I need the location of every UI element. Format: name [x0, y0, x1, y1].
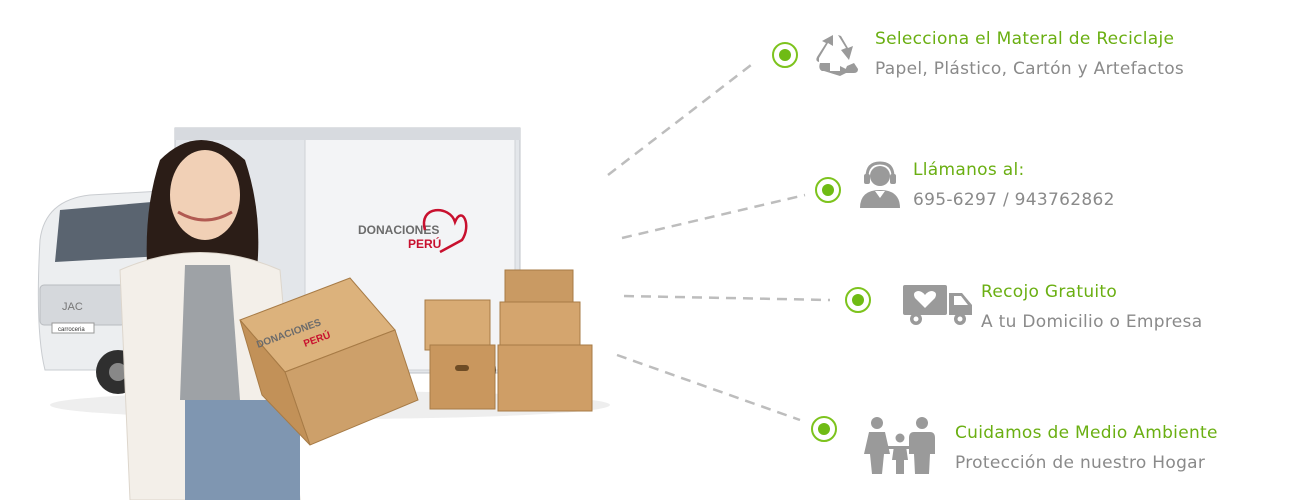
connector-line	[616, 353, 801, 422]
delivery-truck-icon	[902, 283, 974, 331]
feature-subtitle: Protección de nuestro Hogar	[955, 453, 1206, 473]
bullet-dot	[815, 177, 841, 203]
feature-text: Llámanos al: 695-6297 / 943762862	[913, 160, 1115, 210]
bullet-dot	[845, 287, 871, 313]
truck-brand-country: PERÚ	[408, 236, 441, 251]
held-box: DONACIONES PERÚ	[239, 277, 419, 446]
feature-subtitle: 695-6297 / 943762862	[913, 190, 1115, 210]
feature-title: Selecciona el Materal de Reciclaje	[875, 29, 1175, 49]
connector-line	[623, 294, 831, 302]
feature-title: Llámanos al:	[913, 160, 1025, 180]
customer-service-icon	[858, 160, 902, 212]
feature-title: Cuidamos de Medio Ambiente	[955, 423, 1218, 443]
bullet-dot	[772, 42, 798, 68]
feature-subtitle: A tu Domicilio o Empresa	[981, 312, 1203, 332]
feature-subtitle: Papel, Plástico, Cartón y Artefactos	[875, 59, 1185, 79]
recycle-icon	[814, 33, 862, 83]
feature-title: Recojo Gratuito	[981, 282, 1118, 302]
truck-brand: JAC	[62, 301, 83, 313]
truck-brand-name: DONACIONES	[358, 223, 439, 237]
bullet-dot	[811, 416, 837, 442]
hero-illustration: JAC carroceria DONACIONES PERÚ	[0, 0, 640, 501]
cardboard-boxes	[424, 269, 593, 412]
family-icon	[864, 416, 936, 478]
woman-figure	[119, 140, 301, 501]
truck-plate: carroceria	[58, 327, 85, 333]
feature-text: Cuidamos de Medio Ambiente Protección de…	[955, 423, 1218, 473]
connector-line	[621, 193, 806, 240]
feature-text: Recojo Gratuito A tu Domicilio o Empresa	[981, 282, 1202, 332]
feature-text: Selecciona el Materal de Reciclaje Papel…	[875, 29, 1184, 79]
